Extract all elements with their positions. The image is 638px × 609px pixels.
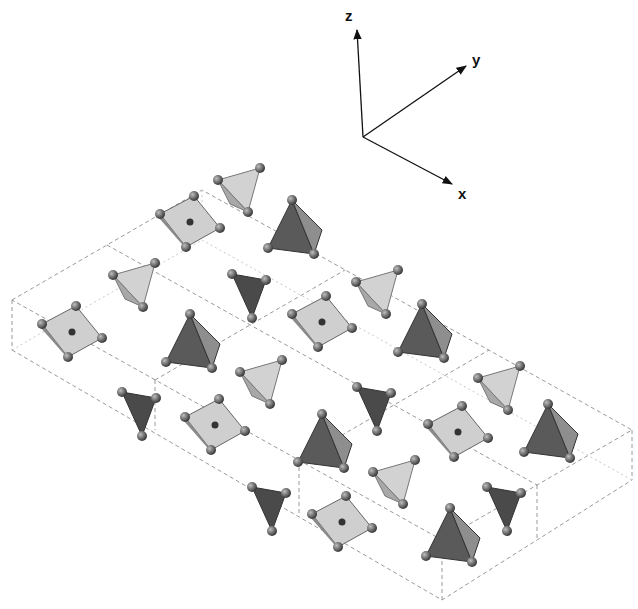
axis-label: z — [345, 8, 353, 23]
axis-arrows — [357, 30, 466, 184]
axis-label: y — [472, 52, 480, 67]
axis-label: x — [458, 186, 466, 201]
